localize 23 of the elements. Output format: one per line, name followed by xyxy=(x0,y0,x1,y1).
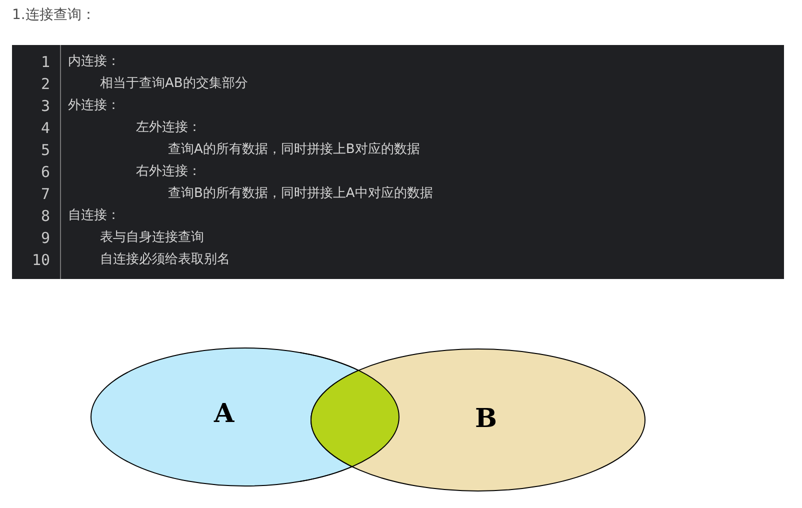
code-line: 查询B的所有数据，同时拼接上A中对应的数据 xyxy=(168,185,433,203)
code-line: 表与自身连接查询 xyxy=(100,229,204,247)
code-line: 左外连接： xyxy=(136,119,201,137)
line-number: 3 xyxy=(40,96,50,117)
code-line: 外连接： xyxy=(68,97,120,115)
line-number: 5 xyxy=(40,140,50,161)
code-line: 内连接： xyxy=(68,53,120,71)
line-number: 6 xyxy=(40,162,50,183)
set-label: A xyxy=(214,399,234,429)
code-line: 查询A的所有数据，同时拼接上B对应的数据 xyxy=(168,141,420,159)
line-number: 9 xyxy=(40,228,50,249)
line-number: 2 xyxy=(40,74,50,95)
line-number: 8 xyxy=(40,206,50,227)
code-line: 自连接： xyxy=(68,207,120,225)
set-label: B xyxy=(475,404,497,434)
line-number: 7 xyxy=(40,184,50,205)
code-line: 自连接必须给表取别名 xyxy=(100,251,230,269)
line-number: 1 xyxy=(40,52,50,73)
code-line: 右外连接： xyxy=(136,163,201,181)
section-heading: 1.连接查询： xyxy=(12,6,96,24)
line-number: 4 xyxy=(40,118,50,139)
code-line: 相当于查询AB的交集部分 xyxy=(100,75,248,93)
line-number: 10 xyxy=(30,250,50,271)
